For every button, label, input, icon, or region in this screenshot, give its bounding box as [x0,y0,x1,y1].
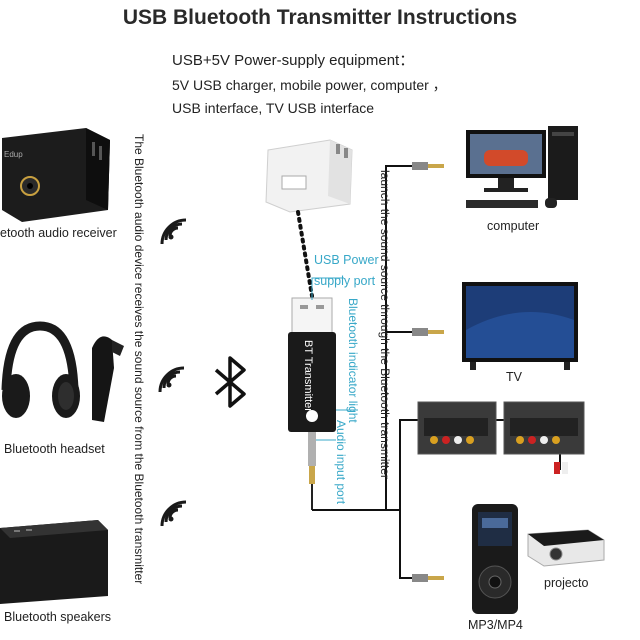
audio-jack-image [412,162,444,582]
speakers-label: Bluetooth speakers [4,610,112,624]
left-vertical-caption: The Bluetooth audio device receives the … [132,134,146,585]
projector-image [527,529,605,567]
wifi-signal-icon [160,218,187,245]
page-title: USB Bluetooth Transmitter Instructions [122,6,518,29]
wifi-signal-icon [160,500,187,527]
audio-receiver-image: Edup [2,128,110,222]
transmitter-body-label: BT Transmitter [302,340,314,412]
tv-rear-panel-image [417,401,585,474]
usb-power-port-label-line2: supply port [314,274,376,288]
power-supply-line1: 5V USB charger, mobile power, computer ， [172,77,447,93]
mp3-label: MP3/MP4 [468,618,523,632]
receiver-brand-text: Edup [4,150,23,159]
projector-label: projecto [544,576,589,590]
audio-input-port-label: Audio input port [334,420,348,505]
headset-image [1,321,124,422]
computer-label: computer [487,219,540,233]
right-vertical-caption: launch the sound source through the Blue… [378,170,392,479]
speaker-image [0,520,108,604]
usb-charger-image [265,139,353,213]
power-supply-heading: USB+5V Power-supply equipment： [172,52,415,69]
computer-image [466,126,578,208]
usb-power-port-label-line1: USB Power [314,253,379,267]
audio-receiver-label: etooth audio receiver [0,226,117,240]
tv-label: TV [506,370,522,384]
bluetooth-icon [214,356,246,408]
power-supply-line2: USB interface, TV USB interface [172,100,375,116]
bt-transmitter-image [288,297,336,510]
tv-image [462,282,578,370]
mp3-player-image [472,504,518,614]
wifi-signal-icon [158,366,185,393]
indicator-light-label: Bluetooth indicator light [346,298,360,423]
headset-label: Bluetooth headset [4,442,105,456]
